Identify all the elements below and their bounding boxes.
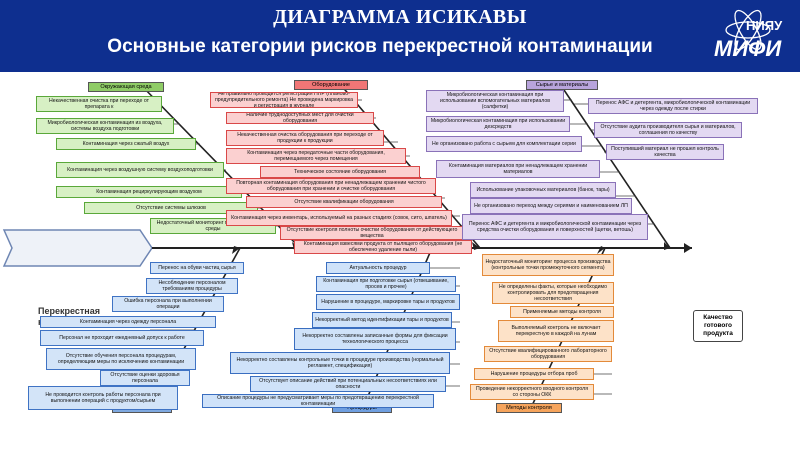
cause-equipment-3: Некачественная очистка оборудования при … [226,130,384,146]
cause-equipment-5: Техническое состояние оборудования [260,166,420,178]
page-title: ДИАГРАММА ИСИКАВЫ [273,6,527,28]
cause-personnel-4: Контаминация через одежду персонала [40,316,216,328]
cause-environment-2: Микробиологическая контаминация из возду… [36,118,174,134]
cause-personnel-6: Отсутствие обучения персонала процедурам… [46,348,196,370]
cause-personnel-3: Ошибка персонала при выполнении операции [112,296,224,312]
cause-methods-5: Отсутствие квалифицированного лабораторн… [484,346,612,362]
category-materials: Сырье и материалы [526,80,598,90]
cause-materials-4: Контаминация материалов при ненадлежащем… [436,160,600,178]
university-logo: НИЯУ МИФИ [700,4,796,68]
cause-procedures-2: Контаминация при подготовке сырья (отвеш… [316,276,456,292]
cause-materials-right-2: Отсутствие аудита производителя сырья и … [594,122,742,138]
page-subtitle: Основные категории рисков перекрестной к… [107,36,653,57]
problem-arrow [2,229,153,267]
cause-materials-1: Микробиологическая контаминация при испо… [426,90,564,112]
cause-environment-6: Отсутствие системы шлюзов [84,202,258,214]
cause-procedures-1: Актуальность процедур [326,262,430,274]
category-environment: Окружающая среда [88,82,164,92]
cause-methods-2: Не определены факты, которые необходимо … [492,282,614,304]
cause-methods-6: Нарушение процедуры отбора проб [474,368,594,380]
cause-procedures-8: Описание процедуры не предусматривает ме… [202,394,434,408]
cause-methods-7: Проведение некорректного входного контро… [470,384,594,400]
cause-personnel-2: Несоблюдение персоналом требованиям проц… [146,278,238,294]
cause-equipment-2: Наличие труднодоступных мест для очистки… [226,112,374,124]
result-box: Качество готового продукта [693,310,743,342]
cause-methods-4: Выполняемый контроль не включает перекре… [498,320,614,342]
cause-procedures-7: Отсутствует описание действий при потенц… [250,376,446,392]
logo-top-text: НИЯУ [746,18,783,33]
cause-personnel-8: Не проводится контроль работы персонала … [28,386,178,410]
cause-procedures-4: Некорректный метод идентификации тары и … [312,312,452,328]
cause-methods-3: Применяемые методы контроля [510,306,614,318]
cause-equipment-6: Повторная контаминация оборудования при … [226,178,436,194]
cause-procedures-3: Нарушение в процедуре, маркировке тары и… [316,294,460,310]
cause-materials-2: Микробиологическая контаминация при испо… [426,116,570,132]
cause-materials-7: Перенос АФС и детергента и микробиологич… [462,214,648,240]
bone-materials [559,83,671,249]
cause-procedures-6: Некорректно составлены контрольные точки… [230,352,450,374]
category-equipment: Оборудование [294,80,368,90]
cause-personnel-7: Отсутствие оценки здоровья персонала [100,370,190,386]
cause-procedures-5: Некорректно составлены записанные формы … [294,328,456,350]
cause-materials-right-3: Поступивший материал не прошел контроль … [606,144,724,160]
logo-main-text: МИФИ [714,36,782,61]
cause-equipment-9: Отсутствие контроля полноты очистки обор… [280,226,464,240]
cause-equipment-4: Контаминация через передаточные части об… [226,148,406,164]
cause-materials-3: Не организовано работа с сырьем для комп… [426,136,582,152]
cause-environment-1: Некачественная очистка при переходе от п… [36,96,162,112]
cause-materials-right-1: Перенос АФС и детергента, микробиологиче… [588,98,758,114]
cause-personnel-1: Перенос на обуви частиц сырья [150,262,244,274]
category-methods: Методы контроля [496,403,562,413]
cause-equipment-10: Контаминация взвесями продукта от пыляще… [294,240,472,254]
cause-environment-3: Контаминация через сжатый воздух [56,138,196,150]
cause-equipment-7: Отсутствие квалификации оборудования [246,196,442,208]
atom-logo-icon [725,9,771,51]
cause-materials-6: Не организовано переход между сериями и … [470,198,632,214]
cause-personnel-5: Персонал не проходит ежедневный допуск к… [40,330,204,346]
cause-equipment-1: Не правильно проводится регистрация ППР … [210,92,358,108]
ishikawa-diagram: Перекрестная контаминация Качество готов… [0,72,800,459]
header-banner: ДИАГРАММА ИСИКАВЫ Основные категории рис… [0,0,800,72]
cause-equipment-8: Контаминация через инвентарь, используем… [226,210,452,226]
cause-environment-4: Контаминация через воздушную систему воз… [56,162,224,178]
cause-methods-1: Недостаточный мониторинг процесса произв… [482,254,614,276]
cause-environment-5: Контаминация рециркулирующим воздухом [56,186,242,198]
cause-materials-5: Использование упаковочных материалов (ба… [470,182,616,198]
